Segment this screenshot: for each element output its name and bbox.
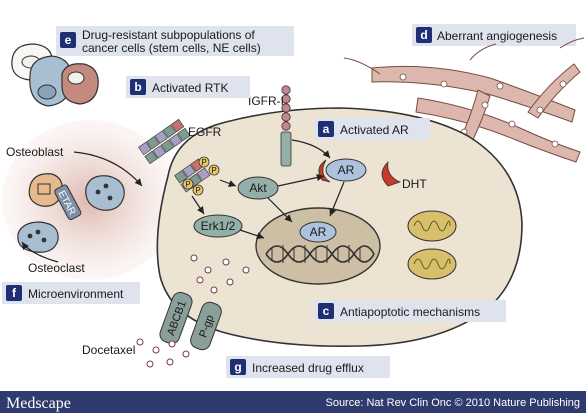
label-f-text: Microenvironment: [28, 287, 124, 301]
label-e-letter: e: [65, 33, 72, 47]
osteoblast-label: Osteoblast: [6, 145, 64, 159]
medscape-logo: Medscape: [6, 395, 71, 412]
igfr-label: IGFR-I: [248, 94, 284, 108]
label-c-letter: c: [323, 304, 330, 318]
docetaxel-particles: Docetaxel: [82, 254, 250, 368]
dht-label: DHT: [402, 177, 427, 191]
akt-label: Akt: [249, 181, 267, 195]
label-e-line1: Drug-resistant subpopulations of: [82, 28, 255, 42]
label-e: e Drug-resistant subpopulations of cance…: [56, 26, 294, 56]
label-g: g Increased drug efflux: [226, 356, 390, 378]
aberrant-vessels: [343, 37, 585, 163]
label-e-line2: cancer cells (stem cells, NE cells): [82, 41, 261, 55]
label-b: b Activated RTK: [126, 76, 250, 98]
efflux-pumps: ABCB1 P-gp: [159, 291, 222, 351]
label-b-text: Activated RTK: [152, 81, 228, 95]
igfr-receptor: IGFR-I: [248, 85, 331, 167]
osteoclast-label: Osteoclast: [28, 261, 85, 275]
phospho-4: P: [195, 186, 200, 195]
stem-cells-illustration: [11, 43, 99, 107]
signaling-nodes: Akt Erk1/2: [191, 174, 345, 240]
microenvironment-illustration: ETAR Osteoblast Osteoclast: [2, 120, 178, 280]
egfr-label: EGFR: [188, 125, 222, 139]
label-a-letter: a: [323, 122, 330, 136]
phospho-3: P: [185, 180, 190, 189]
ar-nucleus-label: AR: [310, 225, 327, 239]
footer-source: Source: Nat Rev Clin Onc © 2010 Nature P…: [325, 397, 580, 409]
erk-label: Erk1/2: [201, 219, 236, 233]
egfr-receptor: EGFR P P P P: [138, 118, 222, 196]
phospho-group: P P P P: [182, 156, 220, 196]
docetaxel-label: Docetaxel: [82, 343, 135, 357]
ar-cytoplasm-label: AR: [338, 163, 355, 177]
label-a-text: Activated AR: [340, 123, 409, 137]
label-f: f Microenvironment: [2, 282, 140, 304]
label-a: a Activated AR: [314, 118, 430, 140]
phospho-2: P: [211, 166, 216, 175]
mitochondria: [407, 210, 457, 280]
label-c-text: Antiapoptotic mechanisms: [340, 305, 480, 319]
label-d-letter: d: [420, 28, 427, 42]
label-b-letter: b: [134, 80, 141, 94]
phospho-1: P: [201, 158, 206, 167]
ar-complex: AR DHT: [318, 158, 427, 191]
label-d: d Aberrant angiogenesis: [412, 24, 576, 46]
footer-bar: Medscape Source: Nat Rev Clin Onc © 2010…: [0, 391, 586, 413]
label-g-letter: g: [234, 360, 241, 374]
nucleus: AR: [255, 207, 381, 285]
label-c: c Antiapoptotic mechanisms: [314, 300, 506, 322]
label-g-text: Increased drug efflux: [252, 361, 364, 375]
label-d-text: Aberrant angiogenesis: [437, 29, 557, 43]
label-f-letter: f: [12, 286, 17, 300]
